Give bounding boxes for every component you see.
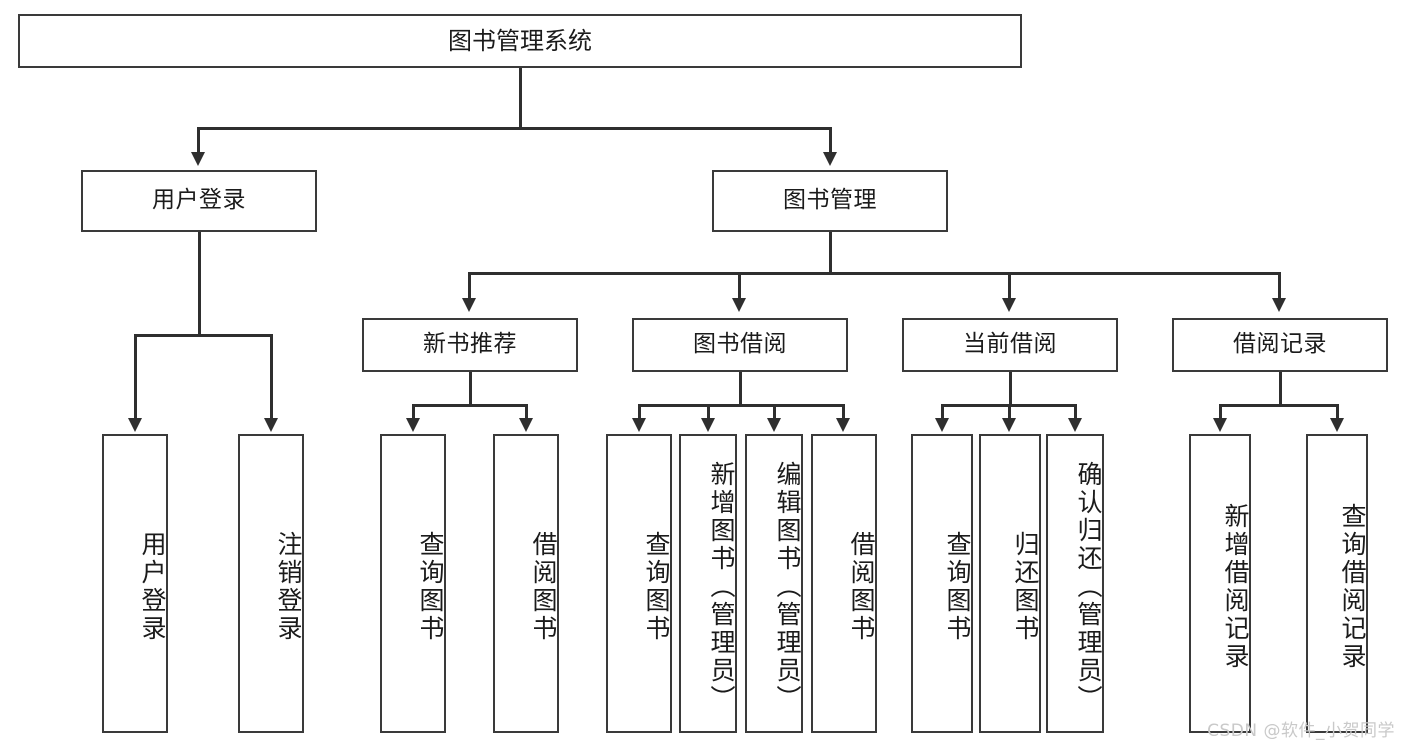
node-label: 图书管理 [783,187,877,214]
connector-cb-drop-2 [1008,404,1011,420]
connector-cb-drop-1 [941,404,944,420]
leaf-query-record[interactable]: 查询借阅记录 [1306,434,1368,733]
node-current-borrow[interactable]: 当前借阅 [902,318,1118,372]
node-label: 归还图书 [1011,530,1040,643]
arrow-to-leaf-query-book-2 [632,418,646,432]
arrow-to-user-login [191,152,205,166]
node-label: 新书推荐 [423,331,517,358]
connector-bb-stem [739,372,742,406]
connector-book-manage-bus [468,272,1280,275]
connector-cb-stem [1009,372,1012,406]
node-label: 查询借阅记录 [1338,502,1367,671]
connector-nbr-drop-1 [412,404,415,420]
arrow-to-leaf-borrow-book-2 [836,418,850,432]
node-label: 当前借阅 [963,331,1057,358]
connector-bb-bus [638,404,845,407]
connector-bm-drop-1 [468,272,471,300]
connector-root-bus [197,127,831,130]
node-label: 借阅图书 [529,530,558,643]
arrow-to-leaf-return-book [1002,418,1016,432]
leaf-query-book-2[interactable]: 查询图书 [606,434,672,733]
leaf-user-login[interactable]: 用户登录 [102,434,168,733]
arrow-to-current-borrow [1002,298,1016,312]
leaf-return-book[interactable]: 归还图书 [979,434,1041,733]
connector-bb-drop-2 [707,404,710,420]
node-book-borrow[interactable]: 图书借阅 [632,318,848,372]
node-new-book-recommend[interactable]: 新书推荐 [362,318,578,372]
connector-user-login-bus [134,334,272,337]
leaf-borrow-book-2[interactable]: 借阅图书 [811,434,877,733]
node-label: 新增图书（管理员） [707,460,736,713]
connector-bm-drop-2 [738,272,741,300]
connector-user-login-stem [198,232,201,336]
connector-nbr-stem [469,372,472,406]
connector-root-stem [519,68,522,129]
connector-root-to-user-login [197,127,200,155]
node-root-system[interactable]: 图书管理系统 [18,14,1022,68]
leaf-query-book-3[interactable]: 查询图书 [911,434,973,733]
arrow-to-leaf-confirm-return [1068,418,1082,432]
connector-bb-drop-1 [638,404,641,420]
node-label: 查询图书 [642,530,671,643]
node-label: 确认归还（管理员） [1074,460,1103,713]
node-label: 用户登录 [152,187,246,214]
connector-user-login-drop-1 [134,334,137,420]
node-book-manage[interactable]: 图书管理 [712,170,948,232]
csdn-watermark: CSDN @软件_小贺同学 [1207,721,1395,741]
node-label: 新增借阅记录 [1221,502,1250,671]
node-label: 借阅记录 [1233,331,1327,358]
connector-book-manage-stem [829,232,832,274]
arrow-to-leaf-borrow-book-1 [519,418,533,432]
arrow-to-new-book-recommend [462,298,476,312]
node-label: 用户登录 [138,530,167,643]
node-borrow-record[interactable]: 借阅记录 [1172,318,1388,372]
arrow-to-leaf-query-record [1330,418,1344,432]
leaf-query-book-1[interactable]: 查询图书 [380,434,446,733]
arrow-to-leaf-user-login [128,418,142,432]
node-label: 编辑图书（管理员） [773,460,802,713]
node-label: 注销登录 [274,530,303,643]
connector-br-drop-1 [1219,404,1222,420]
leaf-add-record[interactable]: 新增借阅记录 [1189,434,1251,733]
node-label: 图书借阅 [693,331,787,358]
connector-nbr-drop-2 [525,404,528,420]
arrow-to-leaf-add-book [701,418,715,432]
connector-bb-drop-3 [773,404,776,420]
connector-bm-drop-3 [1008,272,1011,300]
connector-br-bus [1219,404,1339,407]
leaf-edit-book[interactable]: 编辑图书（管理员） [745,434,803,733]
connector-bb-drop-4 [842,404,845,420]
arrow-to-leaf-query-book-3 [935,418,949,432]
arrow-to-leaf-user-logout [264,418,278,432]
arrow-to-book-manage [823,152,837,166]
connector-bm-drop-4 [1278,272,1281,300]
leaf-add-book[interactable]: 新增图书（管理员） [679,434,737,733]
arrow-to-leaf-edit-book [767,418,781,432]
leaf-confirm-return[interactable]: 确认归还（管理员） [1046,434,1104,733]
arrow-to-book-borrow [732,298,746,312]
leaf-user-logout[interactable]: 注销登录 [238,434,304,733]
node-label: 查询图书 [416,530,445,643]
connector-user-login-drop-2 [270,334,273,420]
connector-root-to-book-manage [829,127,832,155]
connector-nbr-bus [412,404,528,407]
arrow-to-borrow-record [1272,298,1286,312]
node-label: 借阅图书 [847,530,876,643]
connector-cb-drop-3 [1074,404,1077,420]
arrow-to-leaf-query-book-1 [406,418,420,432]
arrow-to-leaf-add-record [1213,418,1227,432]
connector-br-stem [1279,372,1282,406]
leaf-borrow-book-1[interactable]: 借阅图书 [493,434,559,733]
node-label: 查询图书 [943,530,972,643]
connector-br-drop-2 [1336,404,1339,420]
node-label: 图书管理系统 [448,26,592,55]
node-user-login[interactable]: 用户登录 [81,170,317,232]
